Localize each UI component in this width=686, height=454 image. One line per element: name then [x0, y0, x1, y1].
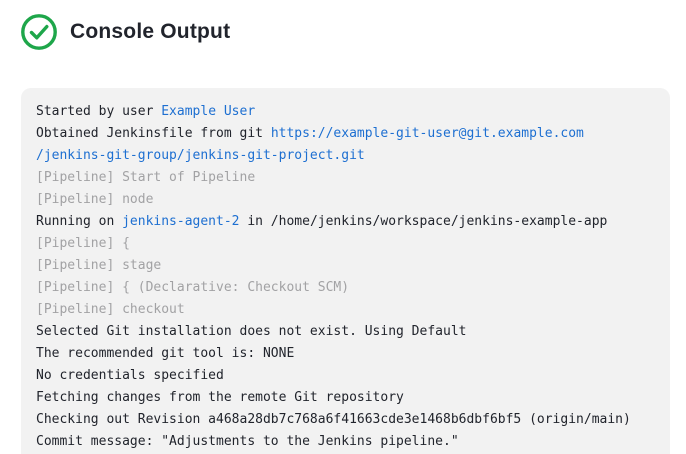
- console-log-text: Fetching changes from the remote Git rep…: [36, 390, 404, 405]
- status-circle: [21, 14, 57, 50]
- console-line: Selected Git installation does not exist…: [36, 321, 655, 343]
- pipeline-log-text: [Pipeline] stage: [36, 258, 162, 273]
- console-line: [Pipeline] Start of Pipeline: [36, 167, 655, 189]
- console-line: Started by user Example User: [36, 101, 655, 123]
- repo-url-link[interactable]: /jenkins-git-group/jenkins-git-project.g…: [36, 148, 365, 163]
- user-link[interactable]: Example User: [161, 104, 256, 119]
- console-log-text: Obtained Jenkinsfile from git: [36, 126, 271, 141]
- repo-url-link[interactable]: https://example-git-user@git.example.com: [270, 126, 584, 141]
- console-log-text: Checking out Revision a468a28db7c768a6f4…: [36, 412, 631, 427]
- console-line: [Pipeline] { (Declarative: Checkout SCM): [36, 277, 655, 299]
- page-header: Console Output: [20, 13, 230, 51]
- console-line: No credentials specified: [36, 365, 655, 387]
- success-check-circle-icon: [21, 14, 57, 50]
- check-mark: [29, 24, 49, 40]
- console-line: The recommended git tool is: NONE: [36, 343, 655, 365]
- console-line: [Pipeline] checkout: [36, 299, 655, 321]
- console-line: Commit message: "Adjustments to the Jenk…: [36, 431, 655, 453]
- pipeline-log-text: [Pipeline] Start of Pipeline: [36, 170, 256, 185]
- pipeline-log-text: [Pipeline] node: [36, 192, 154, 207]
- console-line: Checking out Revision a468a28db7c768a6f4…: [36, 409, 655, 431]
- console-line: [Pipeline] node: [36, 189, 655, 211]
- console-log-text: Started by user: [36, 104, 162, 119]
- console-line: /jenkins-git-group/jenkins-git-project.g…: [36, 145, 655, 167]
- console-log-text: Selected Git installation does not exist…: [36, 324, 467, 339]
- console-line: Running on jenkins-agent-2 in /home/jenk…: [36, 211, 655, 233]
- console-log-text: Running on: [36, 214, 123, 229]
- pipeline-log-text: [Pipeline] checkout: [36, 302, 185, 317]
- console-log-text: in /home/jenkins/workspace/jenkins-examp…: [239, 214, 608, 229]
- console-log-text: Commit message: "Adjustments to the Jenk…: [36, 434, 459, 449]
- page-title: Console Output: [70, 20, 231, 43]
- console-line: Fetching changes from the remote Git rep…: [36, 387, 655, 409]
- agent-link[interactable]: jenkins-agent-2: [122, 214, 240, 229]
- console-log-text: The recommended git tool is: NONE: [36, 346, 295, 361]
- console-line: [Pipeline] stage: [36, 255, 655, 277]
- pipeline-log-text: [Pipeline] { (Declarative: Checkout SCM): [36, 280, 350, 295]
- console-log-text: No credentials specified: [36, 368, 224, 383]
- console-line: [Pipeline] {: [36, 233, 655, 255]
- pipeline-log-text: [Pipeline] {: [36, 236, 130, 251]
- console-line: Obtained Jenkinsfile from git https://ex…: [36, 123, 655, 145]
